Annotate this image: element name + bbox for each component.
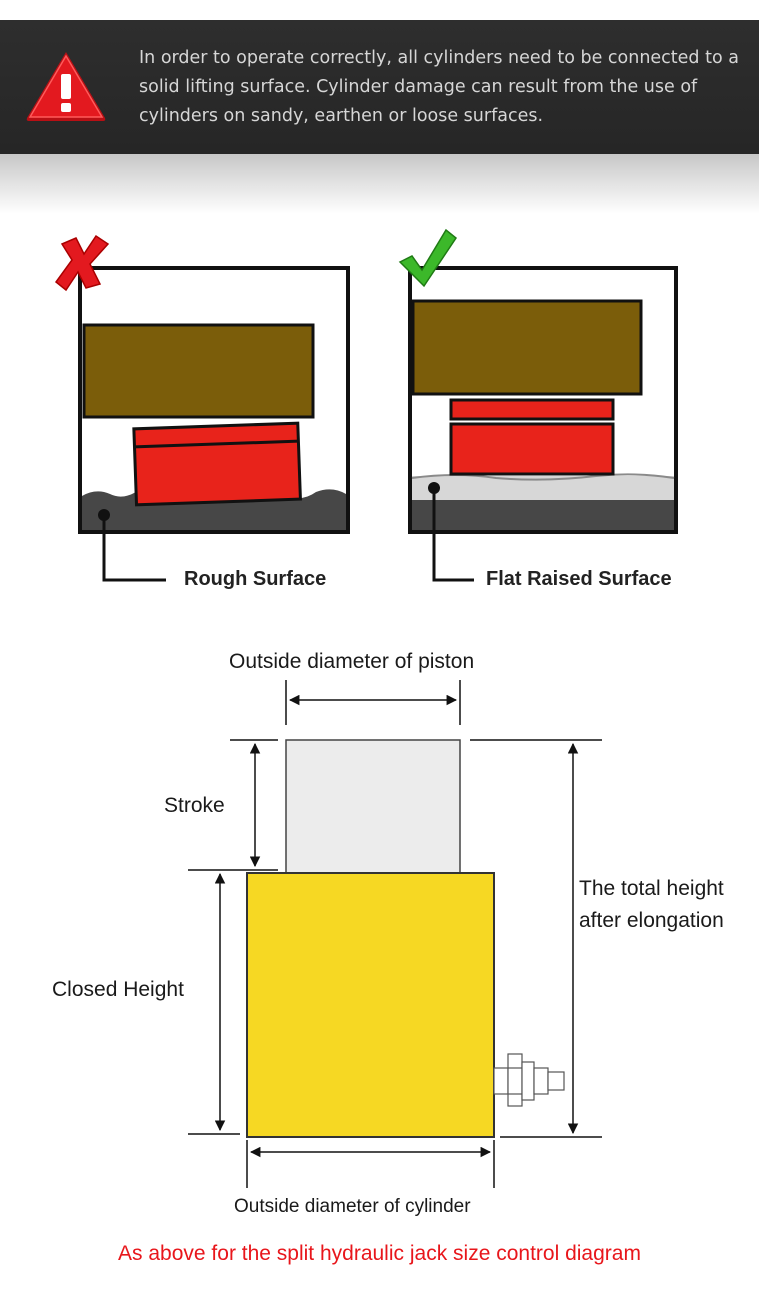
piston-body (285, 739, 461, 874)
warning-text: In order to operate correctly, all cylin… (139, 48, 739, 126)
load-block (82, 323, 315, 419)
flat-surface-label: Flat Raised Surface (486, 568, 672, 590)
cylinder-body (246, 872, 495, 1138)
warning-triangle-icon (26, 52, 106, 121)
banner-shadow (0, 154, 759, 214)
green-check-icon (398, 228, 458, 288)
diagram-caption: As above for the split hydraulic jack si… (118, 1242, 641, 1265)
rough-surface-label: Rough Surface (184, 568, 327, 590)
total-height-label: The total height after elongation (579, 877, 724, 932)
stroke-label: Stroke (164, 794, 225, 817)
piston (449, 398, 615, 421)
level-cylinder (449, 422, 615, 476)
hydraulic-fitting (493, 1053, 565, 1107)
load-block (411, 299, 643, 396)
flat-ground (412, 500, 674, 530)
tilted-cylinder (132, 421, 302, 507)
closed-height-label: Closed Height (52, 978, 184, 1001)
flat-surface-diagram (398, 228, 678, 582)
cylinder-diameter-label: Outside diameter of cylinder (234, 1196, 471, 1217)
warning-banner (0, 20, 759, 154)
piston-diameter-label: Outside diameter of piston (229, 650, 475, 673)
red-cross-icon (54, 234, 110, 292)
rough-surface-diagram (54, 234, 350, 582)
